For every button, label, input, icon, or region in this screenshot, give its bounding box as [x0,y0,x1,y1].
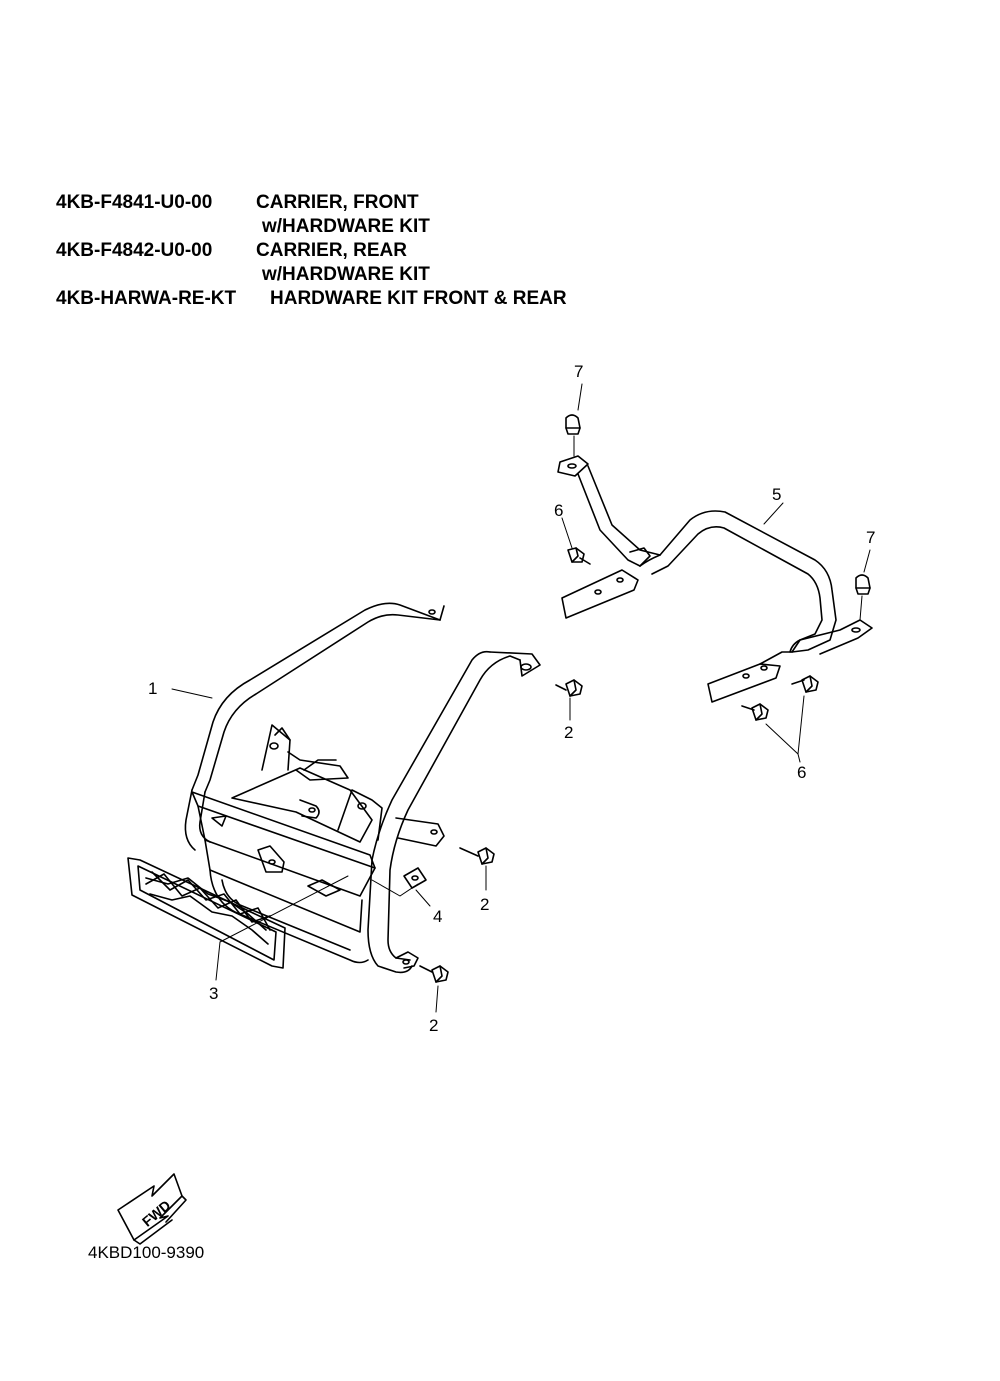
callout-2-middle: 2 [480,895,489,914]
callout-6-upper: 6 [554,501,563,520]
callout-7-left: 7 [574,362,583,381]
part-description-line2: w/HARDWARE KIT [262,264,430,285]
callout-2-lower: 2 [429,1016,438,1035]
bolt-part-6-right-a [791,675,819,693]
part-description: HARDWARE KIT FRONT & REAR [270,288,567,309]
front-carrier [184,602,541,974]
bolt-part-2-middle [459,847,495,865]
fwd-arrow-icon: FWD [117,1173,187,1245]
bolt-part-6-right-b [741,703,769,721]
part-number: 4KB-F4841-U0-00 [56,192,213,213]
callout-5: 5 [772,485,781,504]
cap-part-7-left [565,414,581,435]
callout-4: 4 [433,907,442,926]
callout-7-right: 7 [866,528,875,547]
bolt-part-2-lower [419,965,449,983]
callout-6-lower: 6 [797,763,806,782]
callout-1: 1 [148,679,157,698]
callout-3: 3 [209,984,218,1003]
bolt-part-6-upper [567,547,591,565]
bolt-part-2-upper [555,679,583,697]
diagram-reference-code: 4KBD100-9390 [88,1243,205,1262]
part-number: 4KB-HARWA-RE-KT [56,288,237,309]
cap-part-7-right [855,574,871,595]
part-description: CARRIER, REAR [256,240,407,261]
part-number: 4KB-F4842-U0-00 [56,240,213,261]
front-mesh-grille [127,857,286,969]
washer-part-4 [403,867,427,889]
part-description: CARRIER, FRONT [256,192,419,213]
callout-2-upper: 2 [564,723,573,742]
part-description-line2: w/HARDWARE KIT [262,216,430,237]
leader-lines [171,383,871,1013]
rear-carrier [557,455,873,703]
